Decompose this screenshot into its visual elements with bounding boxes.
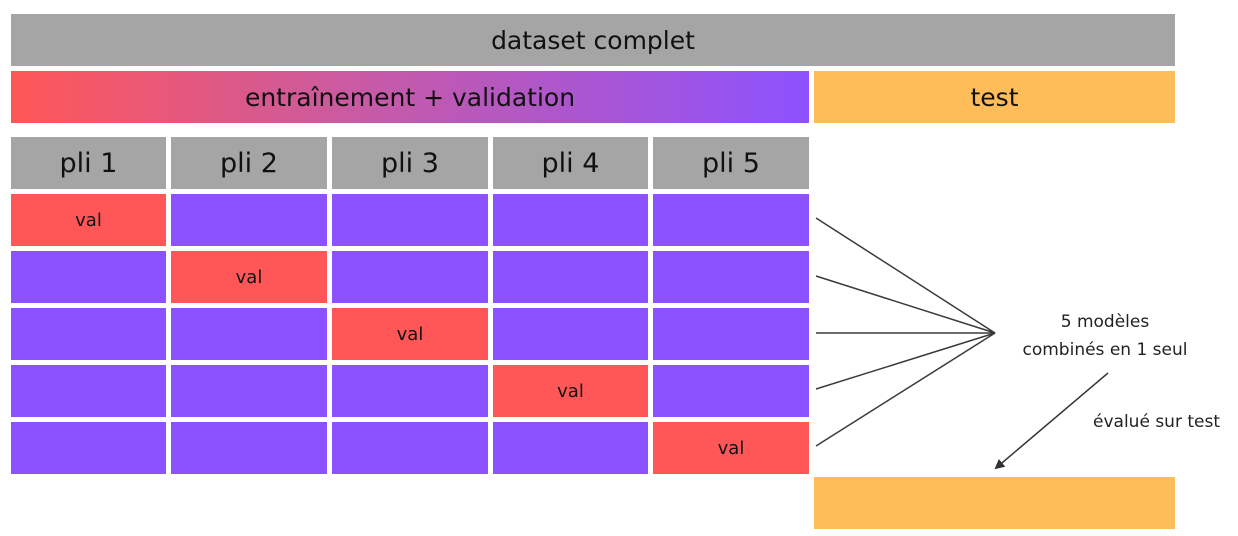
val-label: val (557, 380, 584, 402)
dataset-label: dataset complet (491, 25, 695, 55)
val-label: val (75, 209, 102, 231)
fold-header-label: pli 5 (702, 147, 760, 179)
eval-arrow (994, 372, 1109, 470)
fold-cell-train (493, 308, 648, 360)
fold-cell-train (653, 308, 809, 360)
fold-cell-train (653, 365, 809, 417)
fold-header-3: pli 3 (332, 137, 488, 189)
fold-header-label: pli 1 (59, 147, 118, 179)
fold-cell-train (171, 308, 327, 360)
fold-cell-train (493, 251, 648, 303)
test-bar: test (814, 71, 1175, 123)
fold-cell-train (171, 194, 327, 246)
fold-header-2: pli 2 (171, 137, 327, 189)
fold-cell-train (653, 251, 809, 303)
converge-line-1 (815, 217, 996, 334)
fold-cell-val: val (493, 365, 648, 417)
converge-line-2 (815, 275, 996, 334)
fold-cell-train (332, 422, 488, 474)
fold-cell-train (11, 308, 166, 360)
fold-header-label: pli 4 (541, 147, 600, 179)
ensemble-note-line1: 5 modèles (1060, 312, 1150, 332)
eval-note-label: évalué sur test (1093, 412, 1220, 432)
trainval-bar: entraînement + validation (11, 71, 809, 123)
fold-cell-train (171, 365, 327, 417)
fold-cell-train (332, 194, 488, 246)
fold-cell-train (11, 365, 166, 417)
fold-header-1: pli 1 (11, 137, 166, 189)
fold-cell-train (11, 251, 166, 303)
converge-line-5 (815, 332, 996, 447)
val-label: val (235, 266, 263, 288)
final-test-bar (814, 477, 1175, 529)
fold-header-5: pli 5 (653, 137, 809, 189)
fold-cell-train (332, 251, 488, 303)
fold-cell-train (171, 422, 327, 474)
fold-cell-train (493, 422, 648, 474)
eval-note: évalué sur test (1075, 408, 1238, 436)
dataset-bar: dataset complet (11, 14, 1175, 66)
fold-cell-val: val (653, 422, 809, 474)
val-label: val (717, 437, 745, 459)
val-label: val (396, 323, 424, 345)
ensemble-note: 5 modèles combinés en 1 seul (985, 308, 1225, 364)
fold-cell-val: val (171, 251, 327, 303)
fold-header-4: pli 4 (493, 137, 648, 189)
ensemble-note-line2: combinés en 1 seul (1022, 340, 1188, 360)
fold-cell-val: val (11, 194, 166, 246)
fold-cell-train (11, 422, 166, 474)
converge-line-4 (815, 332, 996, 390)
test-label: test (970, 82, 1019, 112)
fold-cell-train (332, 365, 488, 417)
fold-header-label: pli 3 (381, 147, 439, 179)
fold-cell-train (653, 194, 809, 246)
fold-header-label: pli 2 (220, 147, 278, 179)
trainval-label: entraînement + validation (244, 82, 576, 112)
fold-cell-train (493, 194, 648, 246)
fold-cell-val: val (332, 308, 488, 360)
